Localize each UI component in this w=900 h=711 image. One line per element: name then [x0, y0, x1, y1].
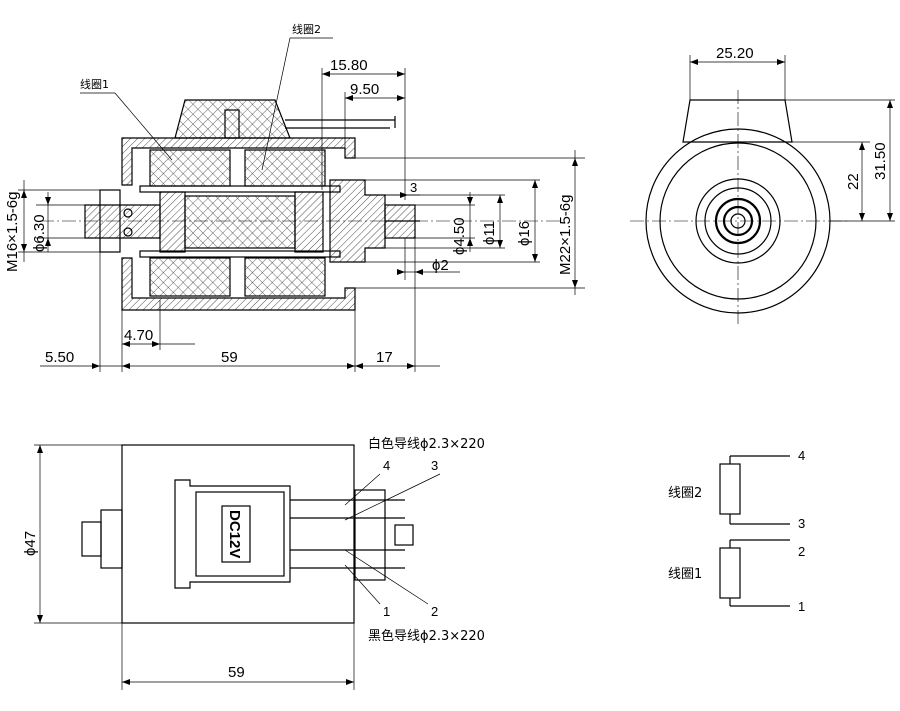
- stop-right: [294, 191, 324, 253]
- o-ring-top: [123, 208, 133, 218]
- dim-22: 22: [845, 173, 862, 190]
- right-fitting: [329, 179, 386, 263]
- pin-1-callout: 1: [383, 604, 390, 619]
- coil-2-top: [244, 149, 326, 187]
- schematic-coil-2-label: 线圈2: [668, 486, 702, 501]
- schematic-coil-1-label: 线圈1: [668, 567, 702, 582]
- connector: [354, 489, 386, 581]
- dim-9-50: 9.50: [350, 81, 379, 98]
- side-stub-end: [81, 521, 102, 557]
- coil-1-bottom: [149, 257, 231, 297]
- left-stub: [84, 204, 161, 239]
- dc12v-label: DC12V: [226, 510, 243, 558]
- end-view: 25.20 22 31.50: [630, 45, 895, 325]
- schematic-pin-2: 2: [798, 544, 805, 559]
- ring-5: [722, 205, 754, 237]
- section-view: 15.80 9.50 线圈2 线圈1 M16×1.5-6g ϕ6.30: [4, 22, 585, 372]
- dim-5-50: 5.50: [45, 349, 74, 366]
- coil-1-leader: [114, 92, 173, 161]
- dim-25-20: 25.20: [716, 45, 754, 62]
- dim-47: ϕ47: [22, 531, 39, 556]
- end-view-wire-housing: [682, 99, 793, 143]
- coil-2-leader: [261, 37, 291, 171]
- dim-59-section: 59: [221, 349, 238, 366]
- coil-2-symbol: [719, 463, 741, 515]
- pin-2-callout: 2: [431, 604, 438, 619]
- dim-4-70: 4.70: [124, 327, 153, 344]
- dim-17: 17: [376, 349, 393, 366]
- ring-1: [659, 142, 817, 300]
- dim-59-side: 59: [228, 664, 245, 681]
- dim-4-50: ϕ4.50: [451, 217, 468, 255]
- thread-left: M16×1.5-6g: [4, 192, 21, 272]
- pin-3-callout: 3: [431, 458, 438, 473]
- side-stub: [100, 509, 123, 569]
- dim-6-30: ϕ6.30: [31, 214, 48, 252]
- dc12v-label-box: [221, 505, 251, 563]
- shell-bottom: [121, 257, 356, 311]
- side-housing: [174, 479, 291, 589]
- coil-schematic: 线圈2 4 3 线圈1 2 1: [668, 448, 805, 614]
- side-view: DC12V 白色导线ϕ2.3×220 黑色导线ϕ2.3×220 4 3 1 2 …: [22, 436, 485, 690]
- ring-2: [695, 178, 781, 264]
- ring-3: [704, 187, 772, 255]
- white-wire-label: 白色导线ϕ2.3×220: [368, 436, 485, 452]
- stop-left: [159, 191, 186, 253]
- dim-16: ϕ16: [516, 221, 533, 246]
- coil-2-bottom: [244, 257, 326, 297]
- coil-1-top: [149, 149, 231, 187]
- dim-2: ϕ2: [432, 257, 449, 274]
- schematic-pin-4: 4: [798, 448, 805, 463]
- thread-right: M22×1.5-6g: [557, 195, 574, 275]
- left-nut: [99, 189, 121, 253]
- dim-3: 3: [410, 180, 417, 195]
- black-wire-label: 黑色导线ϕ2.3×220: [368, 628, 485, 644]
- coil-1-callout: 线圈1: [80, 77, 109, 91]
- bobbin-top: [139, 185, 341, 193]
- o-ring-bottom: [123, 227, 133, 237]
- dim-31-50: 31.50: [872, 142, 889, 180]
- coil-2-callout: 线圈2: [292, 22, 321, 36]
- schematic-pin-1: 1: [798, 599, 805, 614]
- side-housing-inner: [195, 491, 285, 577]
- ring-4: [714, 197, 762, 245]
- schematic-pin-3: 3: [798, 516, 805, 531]
- connector-tab: [394, 524, 414, 546]
- dim-11: ϕ11: [481, 221, 498, 245]
- plunger: [184, 195, 296, 249]
- pin-4-callout: 4: [383, 458, 390, 473]
- coil-1-symbol: [719, 547, 741, 599]
- dim-15-80: 15.80: [330, 57, 368, 74]
- ring-6: [730, 213, 746, 229]
